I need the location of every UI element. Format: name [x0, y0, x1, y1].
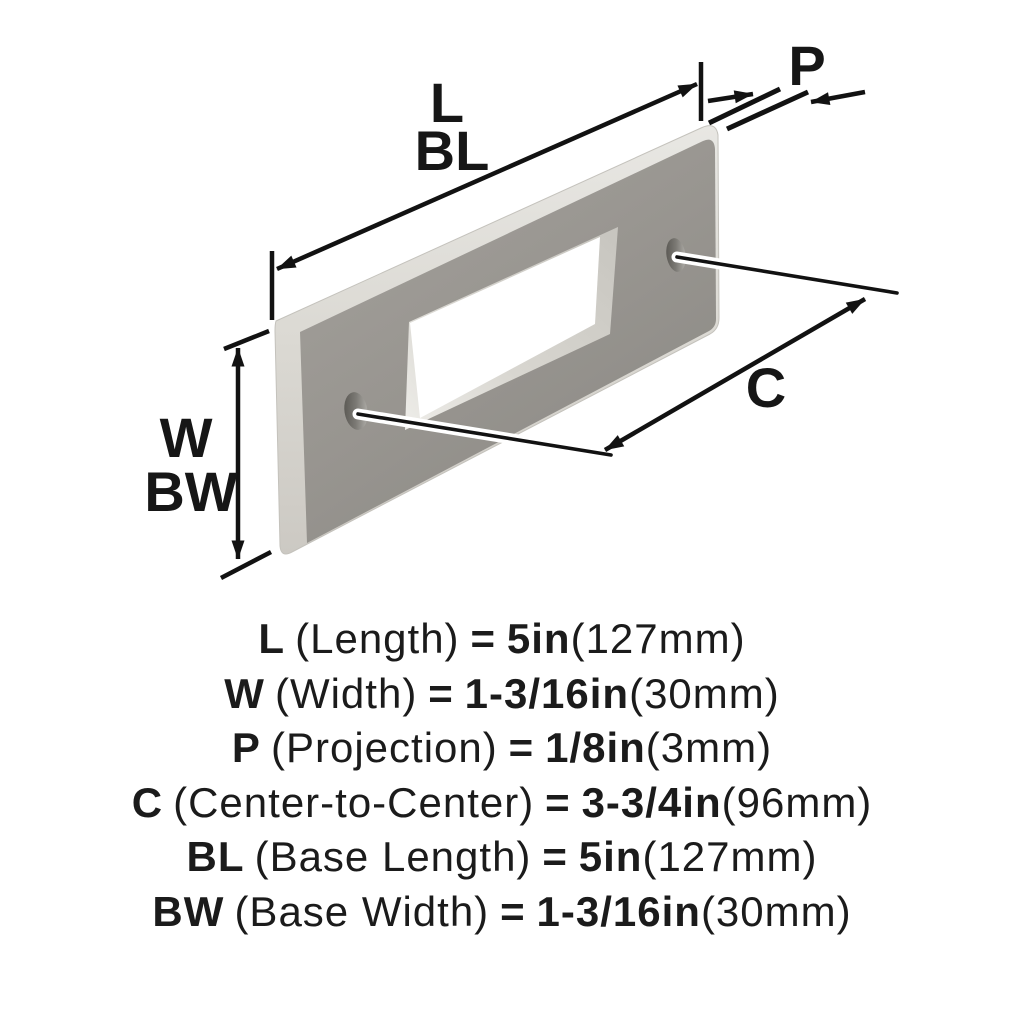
legend-value: 1-3/16in [464, 669, 630, 717]
label-center-to-center: C [746, 356, 786, 419]
label-width: W [160, 406, 213, 469]
legend-name: (Projection) [270, 724, 498, 771]
legend-value: 5in [506, 615, 571, 662]
legend-metric: (30mm) [629, 669, 780, 717]
legend-value: 3-3/4in [581, 778, 722, 826]
legend-metric: (127mm) [642, 833, 818, 880]
legend-value: 1/8in [545, 724, 646, 771]
legend-name: (Center-to-Center) [173, 778, 535, 826]
label-base-length: BL [415, 119, 490, 182]
length-dimension-arrow [276, 81, 698, 272]
projection-arrow-right [810, 89, 866, 106]
legend-value: 5in [578, 833, 643, 880]
legend-key: L [258, 615, 286, 662]
legend-row-center-to-center: C(Center-to-Center)=3-3/4in(96mm) [0, 776, 1014, 831]
legend-metric: (30mm) [700, 887, 852, 935]
legend-row-base-length: BL(Base Length)=5in(127mm) [0, 830, 1014, 885]
cutout-opening [410, 237, 600, 418]
center-dimension-arrow [603, 297, 867, 452]
legend-metric: (127mm) [570, 615, 746, 662]
legend-equals: = [428, 669, 454, 717]
label-length: L [430, 71, 464, 134]
measurement-legend: L(Length)=5in(127mm) W(Width)=1-3/16in(3… [0, 612, 1014, 939]
projection-extension-line-near [707, 86, 782, 126]
label-projection: P [788, 34, 825, 97]
legend-key: BL [186, 833, 245, 880]
legend-metric: (3mm) [645, 724, 773, 771]
projection-extension-line-far [725, 89, 810, 132]
legend-metric: (96mm) [721, 778, 873, 826]
legend-name: (Base Length) [254, 833, 532, 880]
label-base-width: BW [144, 460, 237, 523]
legend-key: P [231, 724, 261, 771]
legend-equals: = [500, 887, 526, 935]
projection-arrow-left [707, 90, 754, 104]
width-extension-tick-bottom [219, 550, 273, 580]
legend-equals: = [508, 724, 535, 771]
legend-name: (Base Width) [234, 887, 490, 935]
legend-row-base-width: BW(Base Width)=1-3/16in(30mm) [0, 885, 1014, 940]
legend-key: BW [152, 887, 225, 935]
legend-name: (Width) [274, 669, 418, 717]
legend-value: 1-3/16in [536, 887, 701, 935]
width-extension-tick-top [223, 328, 270, 352]
legend-key: C [131, 778, 164, 826]
legend-key: W [224, 669, 265, 717]
legend-row-length: L(Length)=5in(127mm) [0, 612, 1014, 667]
legend-row-projection: P(Projection)=1/8in(3mm) [0, 721, 1014, 776]
hole-leader-lines [356, 255, 899, 457]
legend-name: (Length) [295, 615, 460, 662]
legend-equals: = [542, 833, 568, 880]
legend-row-width: W(Width)=1-3/16in(30mm) [0, 667, 1014, 722]
legend-equals: = [470, 615, 496, 662]
legend-equals: = [545, 778, 571, 826]
